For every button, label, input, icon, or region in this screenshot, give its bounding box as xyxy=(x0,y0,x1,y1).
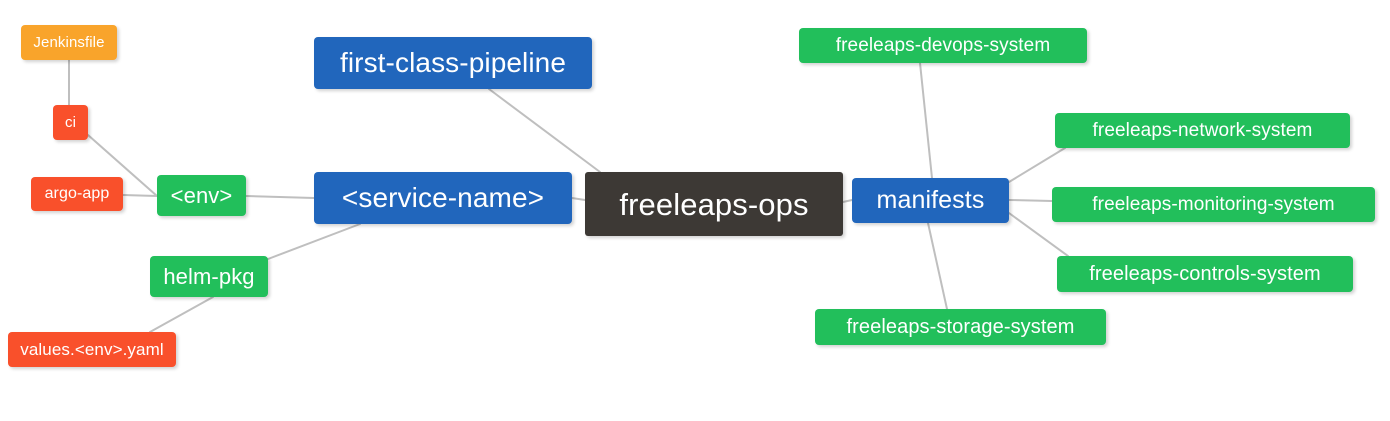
node-freeleaps-ops[interactable]: freeleaps-ops xyxy=(585,172,843,236)
node-label-storage-system: freeleaps-storage-system xyxy=(846,316,1075,338)
edge-network-system-to-manifests xyxy=(1008,147,1066,183)
edge-devops-system-to-manifests xyxy=(919,62,933,179)
node-jenkinsfile[interactable]: Jenkinsfile xyxy=(21,25,117,60)
node-label-controls-system: freeleaps-controls-system xyxy=(1089,263,1321,285)
edge-helm-pkg-to-service-name xyxy=(267,223,361,260)
node-label-helm-pkg: helm-pkg xyxy=(163,263,255,289)
node-label-values-yaml: values.<env>.yaml xyxy=(20,340,164,359)
node-service-name[interactable]: <service-name> xyxy=(314,172,572,224)
node-label-freeleaps-ops: freeleaps-ops xyxy=(619,186,809,222)
node-label-devops-system: freeleaps-devops-system xyxy=(835,35,1051,56)
node-label-first-class-pipeline: first-class-pipeline xyxy=(339,47,567,78)
node-helm-pkg[interactable]: helm-pkg xyxy=(150,256,268,297)
node-network-system[interactable]: freeleaps-network-system xyxy=(1055,113,1350,148)
node-storage-system[interactable]: freeleaps-storage-system xyxy=(815,309,1106,345)
edge-argo-app-to-env xyxy=(122,194,158,197)
node-label-env: <env> xyxy=(170,182,233,208)
node-label-manifests: manifests xyxy=(876,186,985,214)
node-label-jenkinsfile: Jenkinsfile xyxy=(33,34,105,51)
edge-values-yaml-to-helm-pkg xyxy=(149,296,214,333)
node-controls-system[interactable]: freeleaps-controls-system xyxy=(1057,256,1353,292)
node-monitoring-system[interactable]: freeleaps-monitoring-system xyxy=(1052,187,1375,222)
node-env[interactable]: <env> xyxy=(157,175,246,216)
node-label-argo-app: argo-app xyxy=(44,185,110,202)
node-manifests[interactable]: manifests xyxy=(852,178,1009,223)
node-label-service-name: <service-name> xyxy=(341,182,545,213)
node-argo-app[interactable]: argo-app xyxy=(31,177,123,211)
node-devops-system[interactable]: freeleaps-devops-system xyxy=(799,28,1087,63)
edge-storage-system-to-manifests xyxy=(927,222,948,310)
edge-env-to-service-name xyxy=(245,195,315,199)
node-ci[interactable]: ci xyxy=(53,105,88,140)
edge-service-name-to-freeleaps-ops xyxy=(571,197,586,201)
edge-monitoring-system-to-manifests xyxy=(1008,199,1053,202)
edge-first-class-pipeline-to-freeleaps-ops xyxy=(488,88,601,173)
node-label-ci: ci xyxy=(64,114,77,131)
node-values-yaml[interactable]: values.<env>.yaml xyxy=(8,332,176,367)
edge-freeleaps-ops-to-manifests xyxy=(842,199,853,203)
node-label-network-system: freeleaps-network-system xyxy=(1092,120,1313,141)
node-label-monitoring-system: freeleaps-monitoring-system xyxy=(1092,194,1335,215)
node-first-class-pipeline[interactable]: first-class-pipeline xyxy=(314,37,592,89)
